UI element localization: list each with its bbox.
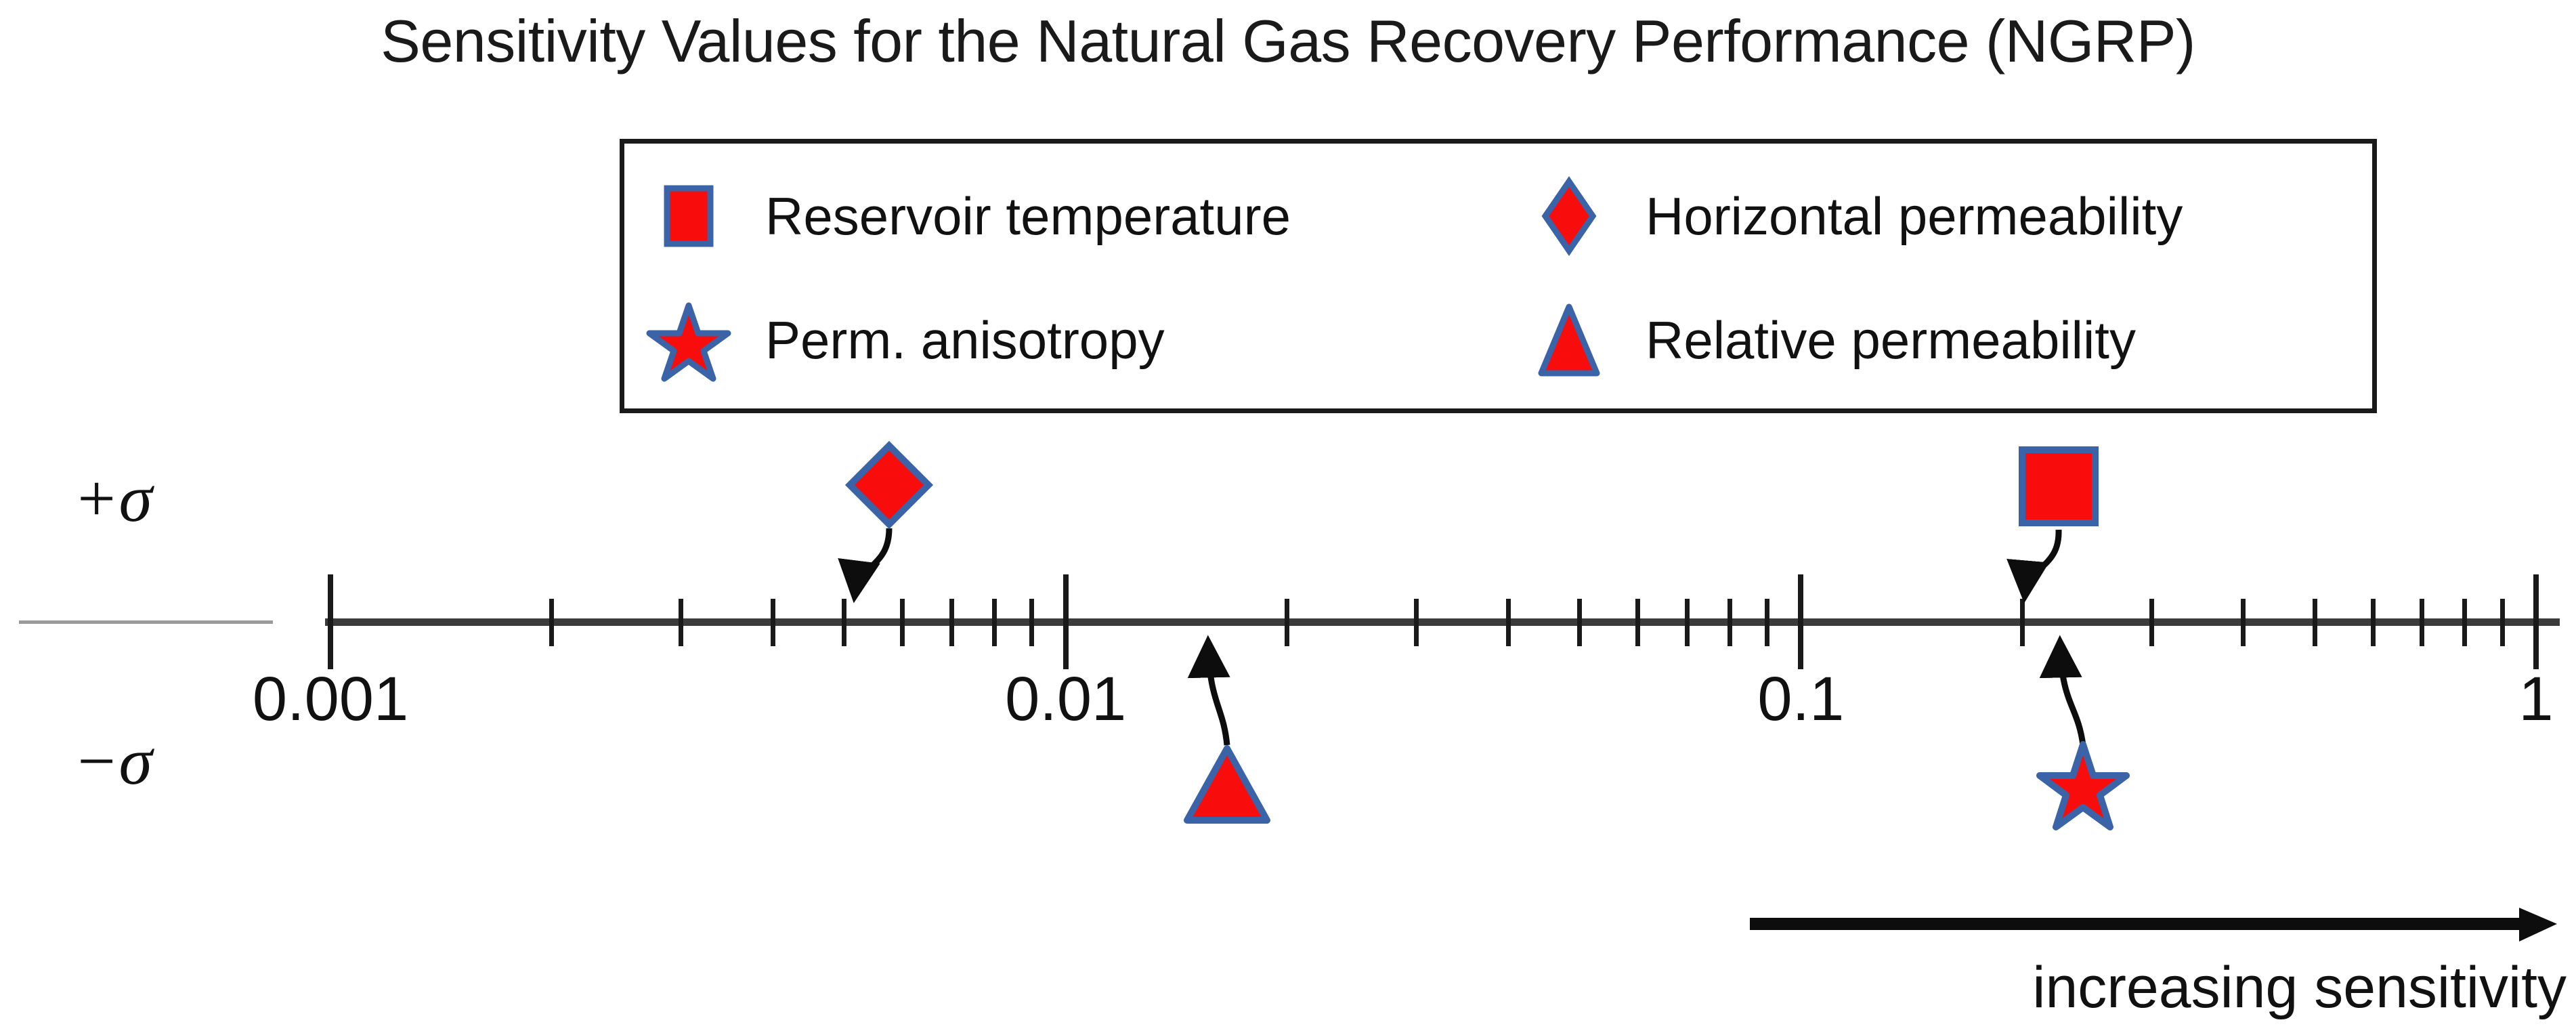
legend-item-relative-permeability[interactable]: Relative permeability — [1525, 296, 2136, 384]
legend-item-label: Perm. anisotropy — [765, 310, 1165, 370]
tick-minor — [1577, 599, 1582, 646]
tick-label: 1 — [2518, 664, 2554, 734]
square-marker-icon — [645, 172, 733, 260]
tick-major — [2533, 574, 2539, 669]
tick-minor — [900, 599, 905, 646]
legend-item-label: Horizontal permeability — [1646, 186, 2183, 246]
tick-minor — [549, 599, 555, 646]
tick-minor — [679, 599, 684, 646]
tick-minor — [1727, 599, 1732, 646]
tick-minor — [1284, 599, 1289, 646]
tick-minor — [2149, 599, 2154, 646]
tick-minor — [1765, 599, 1770, 646]
axis-baseline-extension — [19, 620, 273, 624]
tick-major — [1798, 574, 1804, 669]
page-title: Sensitivity Values for the Natural Gas R… — [381, 7, 2195, 75]
legend-item-label: Reservoir temperature — [765, 186, 1291, 246]
sigma-plus-label: +σ — [73, 461, 152, 536]
tick-major — [328, 574, 333, 669]
tick-minor — [991, 599, 997, 646]
x-axis-line — [325, 618, 2560, 626]
tick-minor — [2241, 599, 2246, 646]
increasing-sensitivity-label: increasing sensitivity — [2032, 955, 2567, 1020]
tick-minor — [1635, 599, 1640, 646]
tick-major — [1062, 574, 1069, 669]
legend-item-horizontal-permeability[interactable]: Horizontal permeability — [1525, 172, 2183, 260]
triangle-marker-icon — [1525, 296, 1613, 384]
connector-diamond — [838, 528, 893, 604]
right-arrow-icon — [1750, 908, 2557, 942]
tick-minor — [2370, 599, 2376, 646]
data-marker-reservoir-temperature[interactable] — [2017, 444, 2101, 528]
tick-minor — [771, 599, 776, 646]
sigma-minus-label: −σ — [73, 723, 152, 799]
connector-triangle — [1187, 635, 1230, 746]
legend-item-perm-anisotropy[interactable]: Perm. anisotropy — [645, 296, 1165, 384]
diamond-marker-icon — [1525, 172, 1613, 260]
data-marker-relative-permeability[interactable] — [1183, 744, 1271, 824]
tick-minor — [2420, 599, 2425, 646]
tick-minor — [2462, 599, 2468, 646]
tick-minor — [842, 599, 847, 646]
tick-minor — [1505, 599, 1511, 646]
tick-minor — [949, 599, 954, 646]
tick-label: 0.001 — [252, 664, 409, 734]
legend-item-label: Relative permeability — [1646, 310, 2136, 370]
legend: Reservoir temperature Horizontal permeab… — [620, 139, 2377, 413]
star-marker-icon — [645, 296, 733, 384]
tick-minor — [2019, 599, 2025, 646]
tick-minor — [1414, 599, 1419, 646]
connector-star — [2039, 635, 2086, 746]
data-marker-perm-anisotropy[interactable] — [2036, 740, 2130, 831]
tick-minor — [1684, 599, 1690, 646]
tick-label: 0.1 — [1757, 664, 1845, 734]
tick-minor — [1029, 599, 1035, 646]
tick-minor — [2312, 599, 2317, 646]
tick-minor — [2499, 599, 2505, 646]
tick-label: 0.01 — [1005, 664, 1127, 734]
data-marker-horizontal-permeability[interactable] — [844, 440, 934, 530]
connector-square — [2006, 529, 2062, 604]
legend-item-reservoir-temperature[interactable]: Reservoir temperature — [645, 172, 1291, 260]
